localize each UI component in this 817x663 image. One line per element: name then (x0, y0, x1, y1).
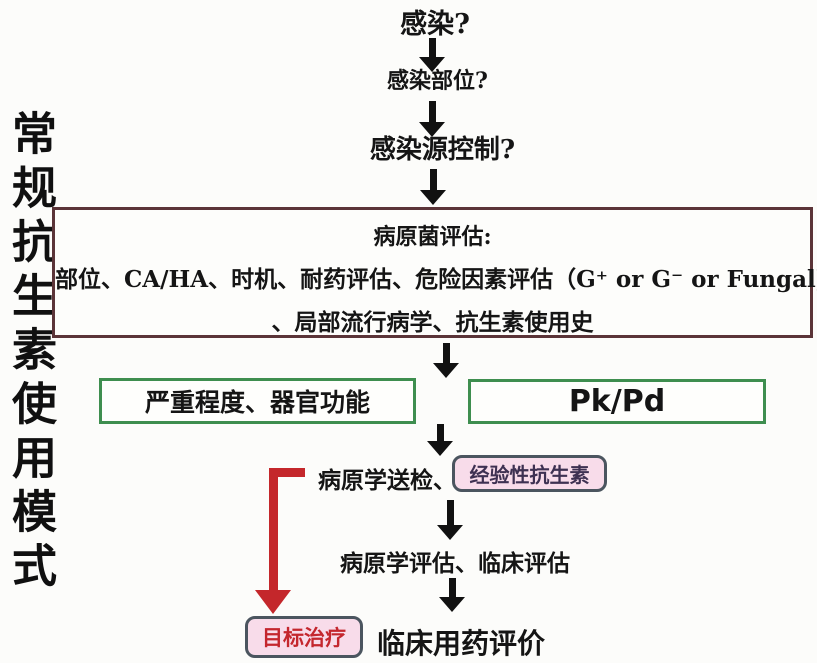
empiric-antibiotic-label: 经验性抗生素 (469, 463, 590, 487)
clinical-drug-evaluation-label: 临床用药评价 (377, 627, 546, 660)
node-source-control-question: 感染源控制? (369, 135, 516, 165)
pkpd-box: Pk/Pd (468, 379, 766, 424)
arrow-head-icon (419, 122, 445, 137)
diagram-title: 常规抗生素使用模式 (4, 110, 57, 596)
arrow-shaft (429, 169, 437, 190)
red-arrow-head-icon (255, 590, 291, 614)
etiology-clinical-assessment-label: 病原学评估、临床评估 (340, 550, 570, 577)
pathogen-box-line3: 、局部流行病学、抗生素使用史 (271, 309, 594, 336)
arrow-head-icon (439, 597, 465, 612)
arrow-shaft (428, 101, 436, 122)
arrow-head-icon (420, 190, 446, 205)
arrow-head-icon (437, 525, 463, 540)
pkpd-label: Pk/Pd (568, 384, 666, 419)
severity-organ-box: 严重程度、器官功能 (99, 378, 416, 424)
arrow-severity-to-empiric (427, 424, 453, 456)
empiric-antibiotic-box: 经验性抗生素 (452, 455, 607, 492)
arrow-source-to-pathogen (420, 169, 446, 205)
red-arrow-horizontal-segment (269, 468, 305, 477)
arrow-head-icon (427, 441, 453, 456)
target-therapy-box: 目标治疗 (245, 616, 363, 658)
node-infection-question: 感染? (400, 9, 470, 40)
arrow-shaft (436, 424, 444, 441)
arrow-head-icon (433, 363, 459, 378)
arrow-infection-to-site (419, 38, 445, 72)
arrow-shaft (428, 38, 436, 57)
arrow-shaft (442, 343, 450, 363)
arrow-shaft (446, 500, 454, 525)
arrow-shaft (448, 578, 456, 597)
arrow-head-icon (419, 57, 445, 72)
red-arrow-vertical-segment (269, 468, 278, 592)
target-therapy-label: 目标治疗 (262, 625, 346, 650)
pathogen-box-title: 病原菌评估: (373, 224, 492, 250)
severity-organ-label: 严重程度、器官功能 (144, 388, 370, 417)
etiology-sampling-label: 病原学送检、 (318, 467, 456, 494)
arrow-pathogen-to-severity (433, 343, 459, 378)
node-infection-site-question: 感染部位? (387, 68, 488, 94)
arrow-site-to-source (419, 101, 445, 137)
arrow-empiric-to-assessment (437, 500, 463, 540)
pathogen-assessment-box: 病原菌评估: 部位、CA/HA、时机、耐药评估、危险因素评估（G⁺ or G⁻ … (52, 207, 817, 338)
pathogen-box-line2: 部位、CA/HA、时机、耐药评估、危险因素评估（G⁺ or G⁻ or Fung… (55, 266, 817, 293)
arrow-assessment-to-evaluation (439, 578, 465, 612)
